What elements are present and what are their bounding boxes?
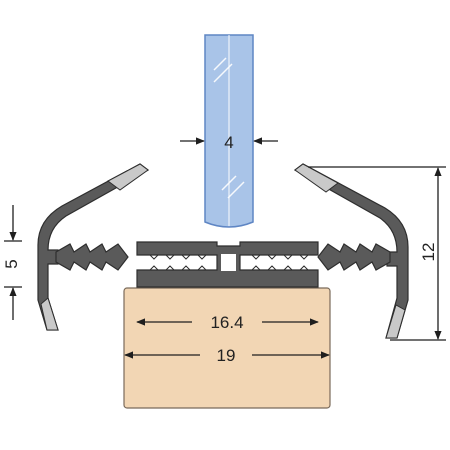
h-profile (136, 241, 319, 288)
dim-label-overall-height: 12 (419, 243, 438, 262)
wood-panel (123, 287, 331, 409)
dim-label-profile-height: 5 (2, 259, 21, 268)
glass-panel (204, 34, 254, 228)
dim-inner-width: 16.4 (136, 313, 319, 332)
dim-outer-width: 19 (124, 346, 330, 365)
dim-overall-height: 12 (308, 166, 446, 341)
left-clip (37, 163, 150, 331)
dim-label-glass: 4 (224, 133, 233, 152)
dim-label-outer-width: 19 (217, 346, 236, 365)
dim-profile-height: 5 (2, 205, 22, 320)
right-clip (293, 163, 409, 339)
dim-label-inner-width: 16.4 (210, 313, 243, 332)
dim-glass-thickness: 4 (180, 133, 278, 152)
